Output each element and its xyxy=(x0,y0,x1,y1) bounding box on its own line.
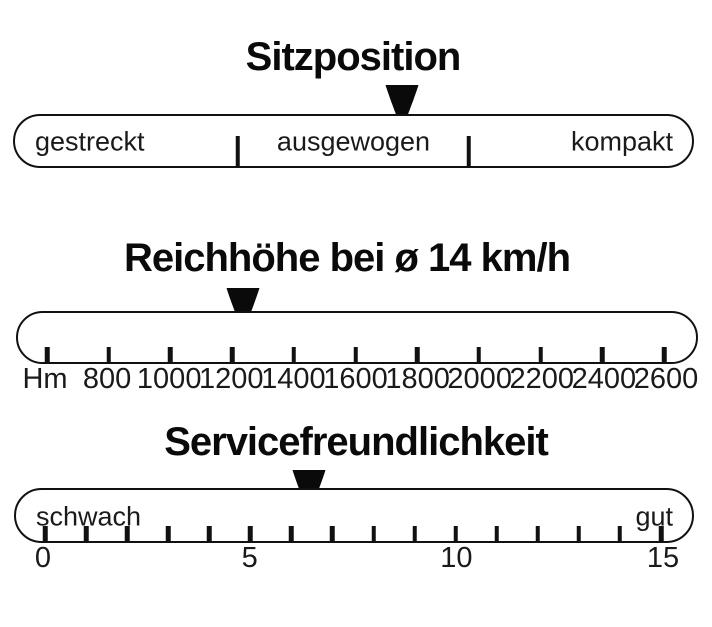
tick-mark xyxy=(168,347,173,362)
tick-mark xyxy=(412,526,417,541)
tick-label: 5 xyxy=(241,542,258,574)
tick-mark xyxy=(83,526,89,541)
zone-divider xyxy=(466,136,471,166)
tick-mark xyxy=(371,526,376,541)
zone-label-ausgewogen: ausgewogen xyxy=(276,126,431,157)
tick-mark xyxy=(44,347,50,362)
tick-label: 2400 xyxy=(571,363,637,395)
marker-arrow xyxy=(383,85,420,131)
tick-label: 2000 xyxy=(447,363,512,395)
tick-mark xyxy=(165,526,171,541)
tick-mark xyxy=(330,526,335,541)
service-ticks xyxy=(42,490,664,541)
tick-label: 1200 xyxy=(199,363,264,395)
tick-label: 10 xyxy=(440,542,473,574)
tick-mark xyxy=(291,347,297,362)
tick-label: 2600 xyxy=(633,363,699,395)
tick-mark xyxy=(414,347,420,362)
tick-mark xyxy=(453,526,458,541)
tick-label: 1800 xyxy=(385,363,450,395)
tick-mark xyxy=(289,526,294,541)
tick-mark xyxy=(476,347,482,362)
tick-mark xyxy=(600,347,605,362)
tick-mark xyxy=(576,526,582,541)
tick-label: Hm xyxy=(22,363,68,395)
zone-divider xyxy=(235,136,240,166)
tick-label: 2200 xyxy=(509,363,575,395)
sitzposition-bar: gestreckt ausgewogen kompakt xyxy=(13,114,694,168)
end-label-schwach: schwach xyxy=(36,501,142,531)
tick-mark xyxy=(353,347,358,362)
tick-label: 0 xyxy=(34,542,52,574)
zone-label-gestreckt: gestreckt xyxy=(35,126,145,157)
tick-label: 1000 xyxy=(136,363,202,395)
service-bar: schwach gut xyxy=(14,488,694,543)
tick-mark xyxy=(538,347,543,362)
tick-label: 1400 xyxy=(261,363,326,395)
tick-label: 800 xyxy=(82,363,132,395)
tick-mark xyxy=(617,526,623,541)
marker-layer xyxy=(13,85,694,131)
scale-title-sitzposition: Sitzposition xyxy=(245,35,462,79)
tick-mark xyxy=(124,526,130,541)
reichhoehe-ticks xyxy=(44,313,667,362)
reichhoehe-bar xyxy=(16,311,698,364)
tick-mark xyxy=(658,526,664,541)
scale-title-servicefreundlichkeit: Servicefreundlichkeit xyxy=(164,420,549,464)
tick-mark xyxy=(42,526,48,541)
end-label-gut: gut xyxy=(635,501,673,531)
service-tick-labels: 0 5 10 15 xyxy=(35,542,679,576)
zone-label-kompakt: kompakt xyxy=(570,126,673,157)
tick-label: 15 xyxy=(646,542,680,574)
scale-title-reichhoehe: Reichhöhe bei ø 14 km/h xyxy=(123,236,571,280)
tick-mark xyxy=(535,526,541,541)
tick-mark xyxy=(661,347,667,362)
tick-mark xyxy=(207,526,212,541)
tick-label: 1600 xyxy=(323,363,388,395)
tick-mark xyxy=(106,347,111,362)
tick-mark xyxy=(248,526,253,541)
tick-mark xyxy=(229,347,235,362)
tick-mark xyxy=(494,526,499,541)
